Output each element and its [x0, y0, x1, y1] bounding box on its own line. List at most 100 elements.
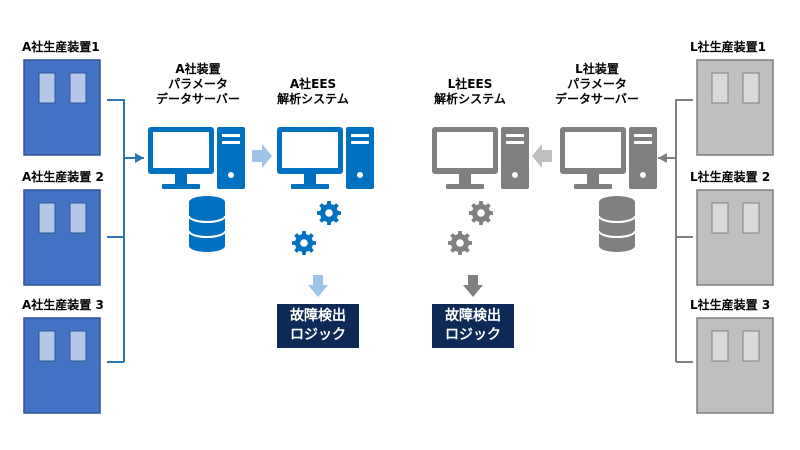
a-param-server-monitor-icon — [148, 127, 214, 189]
l-arrow-left-icon — [532, 144, 552, 168]
l-param-server-label-2: パラメータ — [567, 77, 627, 91]
l-device-2-label: L社生産装置 2 — [690, 170, 771, 184]
l-param-server-tower-icon-slot-2 — [634, 141, 652, 144]
a-device-1-body — [23, 59, 101, 156]
l-ees-monitor-icon-neck — [459, 174, 471, 184]
a-ees-monitor-icon-base — [291, 184, 329, 189]
a-database-icon-band-2 — [188, 230, 226, 238]
a-device-2 — [23, 189, 101, 286]
l-param-server-label-3: データサーバー — [555, 92, 639, 106]
l-database-icon-top — [599, 196, 635, 208]
a-device-1-window-left — [38, 72, 56, 104]
a-gear-icon-large — [317, 201, 341, 225]
l-ees-monitor-icon-screen — [437, 132, 493, 168]
l-device-1-label: L社生産装置1 — [690, 40, 766, 54]
l-param-server-tower-icon-power — [640, 172, 646, 178]
a-ees-label-1: A社EES — [289, 77, 337, 91]
l-param-server-monitor-icon-neck — [587, 174, 599, 184]
l-database-icon-bottom — [599, 240, 635, 252]
l-device-3-window-left — [711, 330, 729, 362]
l-database-icon-body — [599, 202, 635, 246]
a-gear-icon-large-hole — [325, 209, 333, 217]
a-ees-monitor-icon-neck — [304, 174, 316, 184]
l-ees-monitor-icon — [432, 127, 498, 189]
a-device-2-label: A社生産装置 2 — [22, 170, 104, 184]
a-database-icon-body — [189, 202, 225, 246]
a-gear-icon-small — [292, 231, 316, 255]
a-database-icon-band-1 — [188, 215, 226, 223]
a-device-3-body — [23, 317, 101, 414]
l-device-2-window-right — [742, 202, 760, 234]
a-param-server-tower-icon-slot-1 — [222, 134, 240, 137]
a-ees-monitor-icon — [277, 127, 343, 189]
a-bus-arrowhead — [135, 153, 144, 163]
l-device-2 — [696, 189, 774, 286]
l-database-icon-band-2 — [598, 230, 636, 238]
l-ees-tower-icon-slot-1 — [506, 134, 524, 137]
l-arrow-down-icon — [463, 275, 483, 297]
a-param-server-tower-icon-power — [228, 172, 234, 178]
a-device-1-label: A社生産装置1 — [22, 40, 100, 54]
l-database-icon — [598, 196, 636, 252]
l-database-icon-band-1 — [598, 215, 636, 223]
a-device-2-body — [23, 189, 101, 286]
a-ees-tower-icon-slot-2 — [351, 141, 369, 144]
l-ees-label-1: L社EES — [447, 77, 493, 91]
a-device-3-window-left — [38, 330, 56, 362]
l-gear-icon-large — [469, 201, 493, 225]
a-param-server-tower-icon-slot-2 — [222, 141, 240, 144]
l-param-server-monitor-icon-screen — [565, 132, 621, 168]
a-param-server-label-1: A社装置 — [175, 62, 221, 76]
a-arrow-down-icon — [308, 275, 328, 297]
a-device-3-window-right — [69, 330, 87, 362]
a-logic-line-1: 故障検出 — [290, 308, 346, 324]
a-ees-tower-icon-slot-1 — [351, 134, 369, 137]
l-fault-detection-logic-box: 故障検出 ロジック — [432, 304, 514, 348]
l-device-1-body — [696, 59, 774, 156]
l-gear-icon-large-hole — [477, 209, 485, 217]
a-param-server-monitor-icon-screen — [153, 132, 209, 168]
a-ees-tower-icon-power — [357, 172, 363, 178]
a-device-3-label: A社生産装置 3 — [22, 298, 104, 312]
l-device-3 — [696, 317, 774, 414]
l-ees-label-2: 解析システム — [434, 92, 506, 106]
a-param-server-tower-icon — [217, 127, 245, 189]
a-param-server-label-3: データサーバー — [156, 92, 240, 106]
l-device-bus-line — [658, 99, 693, 363]
l-param-server-tower-icon-slot-1 — [634, 134, 652, 137]
a-database-icon-bottom — [189, 240, 225, 252]
a-database-icon — [188, 196, 226, 252]
l-param-server-tower-icon — [629, 127, 657, 189]
l-bus-arrowhead — [658, 153, 667, 163]
a-device-2-window-left — [38, 202, 56, 234]
a-param-server-label-2: パラメータ — [168, 77, 228, 91]
l-param-server-monitor-icon — [560, 127, 626, 189]
a-device-3 — [23, 317, 101, 414]
a-fault-detection-logic-box: 故障検出 ロジック — [277, 304, 359, 348]
a-device-1 — [23, 59, 101, 156]
l-device-3-body — [696, 317, 774, 414]
l-device-2-body — [696, 189, 774, 286]
a-ees-monitor-icon-screen — [282, 132, 338, 168]
a-database-icon-top — [189, 196, 225, 208]
a-param-server-monitor-icon-neck — [175, 174, 187, 184]
l-gear-icon-small-hole — [456, 239, 464, 247]
a-arrow-right-icon — [252, 144, 272, 168]
l-ees-tower-icon-power — [512, 172, 518, 178]
l-ees-monitor-icon-base — [446, 184, 484, 189]
a-device-bus-line — [107, 99, 144, 363]
l-ees-tower-icon — [501, 127, 529, 189]
a-device-2-window-right — [69, 202, 87, 234]
l-logic-line-1: 故障検出 — [445, 308, 501, 324]
l-gear-icon-small — [448, 231, 472, 255]
a-logic-line-2: ロジック — [290, 327, 346, 343]
a-ees-tower-icon — [346, 127, 374, 189]
l-device-2-window-left — [711, 202, 729, 234]
l-ees-tower-icon-slot-2 — [506, 141, 524, 144]
l-device-3-window-right — [742, 330, 760, 362]
l-param-server-monitor-icon-base — [574, 184, 612, 189]
l-device-3-label: L社生産装置 3 — [690, 298, 771, 312]
l-device-1-window-right — [742, 72, 760, 104]
